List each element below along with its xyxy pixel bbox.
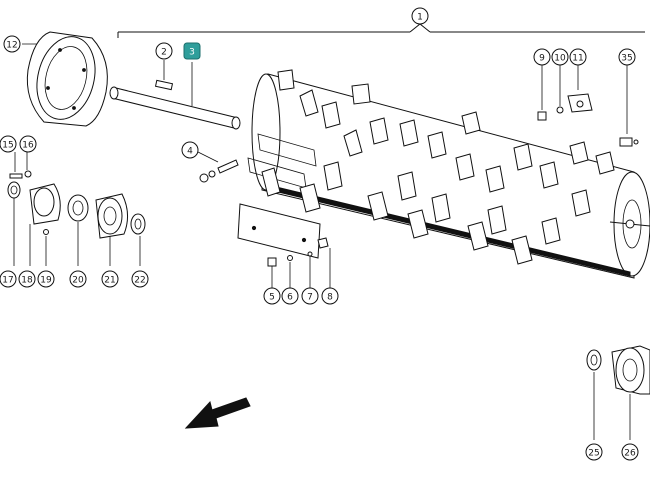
callout-21-label: 21	[104, 276, 115, 286]
callout-4-label: 4	[187, 147, 193, 157]
callout-25-label: 25	[588, 449, 599, 459]
callout-19: 19	[37, 270, 55, 288]
callout-17: 17	[0, 270, 17, 288]
shaft-part	[109, 62, 241, 130]
callout-7: 7	[301, 287, 319, 305]
callout-1: 1	[411, 7, 429, 25]
callout-2: 2	[155, 42, 173, 60]
callout-8: 8	[321, 287, 339, 305]
callout-15-label: 15	[2, 141, 13, 151]
rotor-teeth	[261, 69, 615, 265]
callout-5: 5	[263, 287, 281, 305]
callout-20: 20	[69, 270, 87, 288]
callout-18-label: 18	[21, 276, 33, 286]
callout-20-label: 20	[72, 276, 84, 286]
callout-12-label: 12	[6, 41, 17, 51]
callout-22-label: 22	[134, 276, 145, 286]
left-bearing-assembly	[7, 152, 146, 266]
callout-10-label: 10	[554, 54, 566, 64]
callout-25: 25	[585, 443, 603, 461]
callout-8-label: 8	[327, 293, 333, 303]
top-right-fasteners	[537, 64, 593, 121]
callout-9: 9	[533, 48, 551, 66]
callout-3-label: 3	[189, 48, 195, 58]
callout-35-label: 35	[621, 54, 632, 64]
callout-35: 35	[618, 48, 636, 66]
callout-1-label: 1	[417, 13, 423, 23]
callout-17-label: 17	[2, 276, 13, 286]
callout-26: 26	[621, 443, 639, 461]
callout-15: 15	[0, 135, 17, 153]
callout-6: 6	[281, 287, 299, 305]
key-part	[154, 60, 174, 91]
right-bearing-assembly	[586, 345, 650, 440]
rotor-drum	[247, 73, 650, 279]
callout-5-label: 5	[269, 293, 275, 303]
counter-plate	[237, 203, 331, 288]
direction-arrow-icon	[184, 397, 251, 429]
flange-ring-part	[22, 31, 108, 127]
assembly-bracket	[117, 22, 645, 38]
pin-part	[619, 64, 639, 147]
callout-16-label: 16	[22, 141, 34, 151]
callout-19-label: 19	[40, 276, 52, 286]
callout-18: 18	[18, 270, 36, 288]
callout-16: 16	[19, 135, 37, 153]
callout-10: 10	[551, 48, 569, 66]
callout-9-label: 9	[539, 54, 545, 64]
callout-6-label: 6	[287, 293, 293, 303]
callout-3: 3	[183, 42, 201, 60]
callout-11: 11	[569, 48, 587, 66]
callout-4: 4	[181, 141, 199, 159]
callout-21: 21	[101, 270, 119, 288]
callout-22: 22	[131, 270, 149, 288]
callout-2-label: 2	[161, 48, 167, 58]
callout-12: 12	[3, 35, 21, 53]
callout-7-label: 7	[307, 293, 313, 303]
callout-11-label: 11	[572, 54, 583, 64]
callout-26-label: 26	[624, 449, 636, 459]
bolt-part	[197, 151, 239, 183]
